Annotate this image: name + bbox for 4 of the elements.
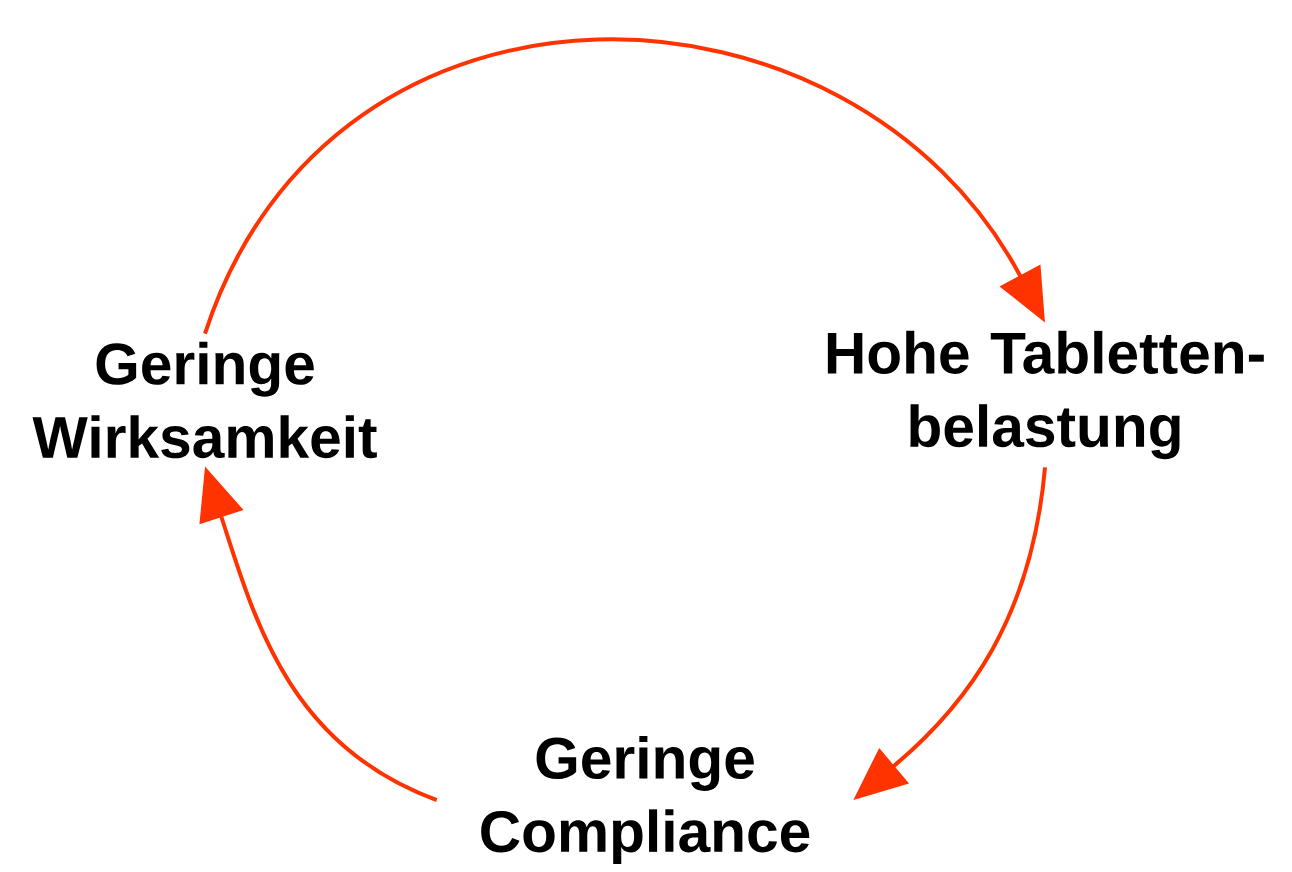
concept-label: Geringe Wirksamkeit <box>32 341 377 459</box>
concept-label: Geringe Compliance <box>481 736 810 864</box>
arrow <box>203 37 1045 335</box>
concept-label: Hohe Tabletten- belastung <box>827 330 1264 460</box>
